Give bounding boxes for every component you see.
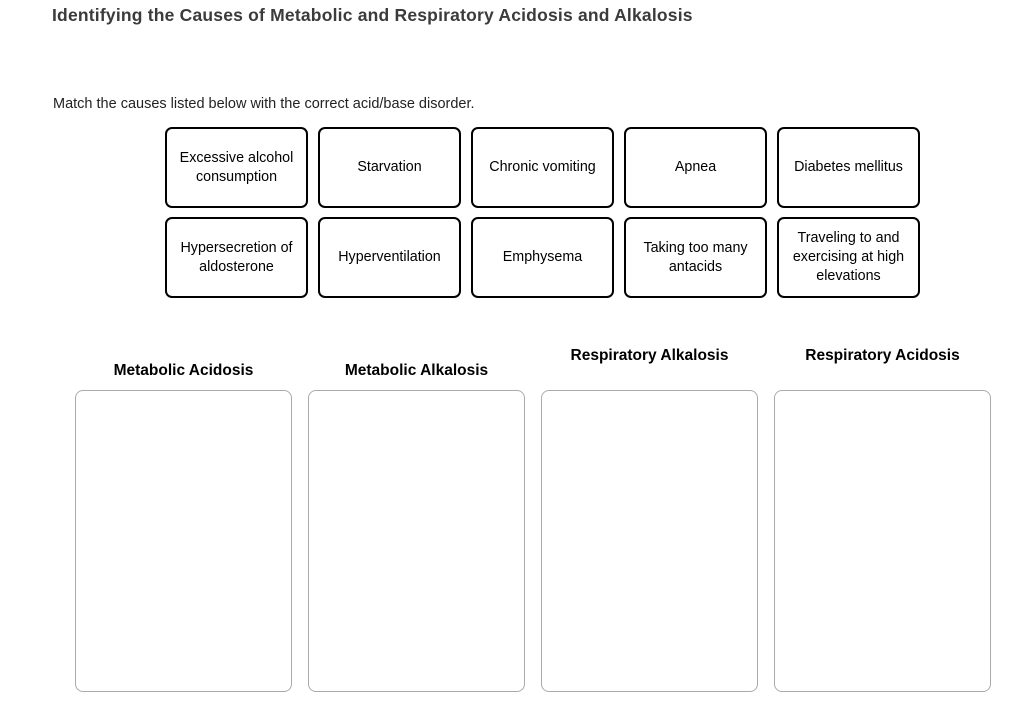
drop-zone-respiratory-alkalosis[interactable] <box>541 390 758 692</box>
cause-card-bank: Excessive alcohol consumption Starvation… <box>165 127 920 298</box>
category-heading: Respiratory Alkalosis <box>570 346 729 364</box>
cause-card[interactable]: Starvation <box>318 127 461 208</box>
cause-card[interactable]: Chronic vomiting <box>471 127 614 208</box>
instruction-text: Match the causes listed below with the c… <box>53 96 475 112</box>
category-column-respiratory-alkalosis: Respiratory Alkalosis <box>541 330 758 692</box>
cause-card[interactable]: Emphysema <box>471 217 614 298</box>
cause-card[interactable]: Taking too many antacids <box>624 217 767 298</box>
cause-card[interactable]: Diabetes mellitus <box>777 127 920 208</box>
drop-zone-metabolic-acidosis[interactable] <box>75 390 292 692</box>
page-title: Identifying the Causes of Metabolic and … <box>52 5 693 25</box>
category-heading: Metabolic Acidosis <box>113 362 254 380</box>
cause-card[interactable]: Hypersecretion of aldosterone <box>165 217 308 298</box>
category-column-metabolic-alkalosis: Metabolic Alkalosis <box>308 330 525 692</box>
drop-zone-metabolic-alkalosis[interactable] <box>308 390 525 692</box>
category-column-metabolic-acidosis: Metabolic Acidosis <box>75 330 292 692</box>
cause-card[interactable]: Traveling to and exercising at high elev… <box>777 217 920 298</box>
category-heading: Metabolic Alkalosis <box>344 362 489 380</box>
cause-card[interactable]: Hyperventilation <box>318 217 461 298</box>
category-heading: Respiratory Acidosis <box>805 346 960 364</box>
cause-card[interactable]: Excessive alcohol consumption <box>165 127 308 208</box>
cause-card[interactable]: Apnea <box>624 127 767 208</box>
category-column-respiratory-acidosis: Respiratory Acidosis <box>774 330 991 692</box>
category-columns: Metabolic Acidosis Metabolic Alkalosis R… <box>75 330 992 692</box>
drop-zone-respiratory-acidosis[interactable] <box>774 390 991 692</box>
